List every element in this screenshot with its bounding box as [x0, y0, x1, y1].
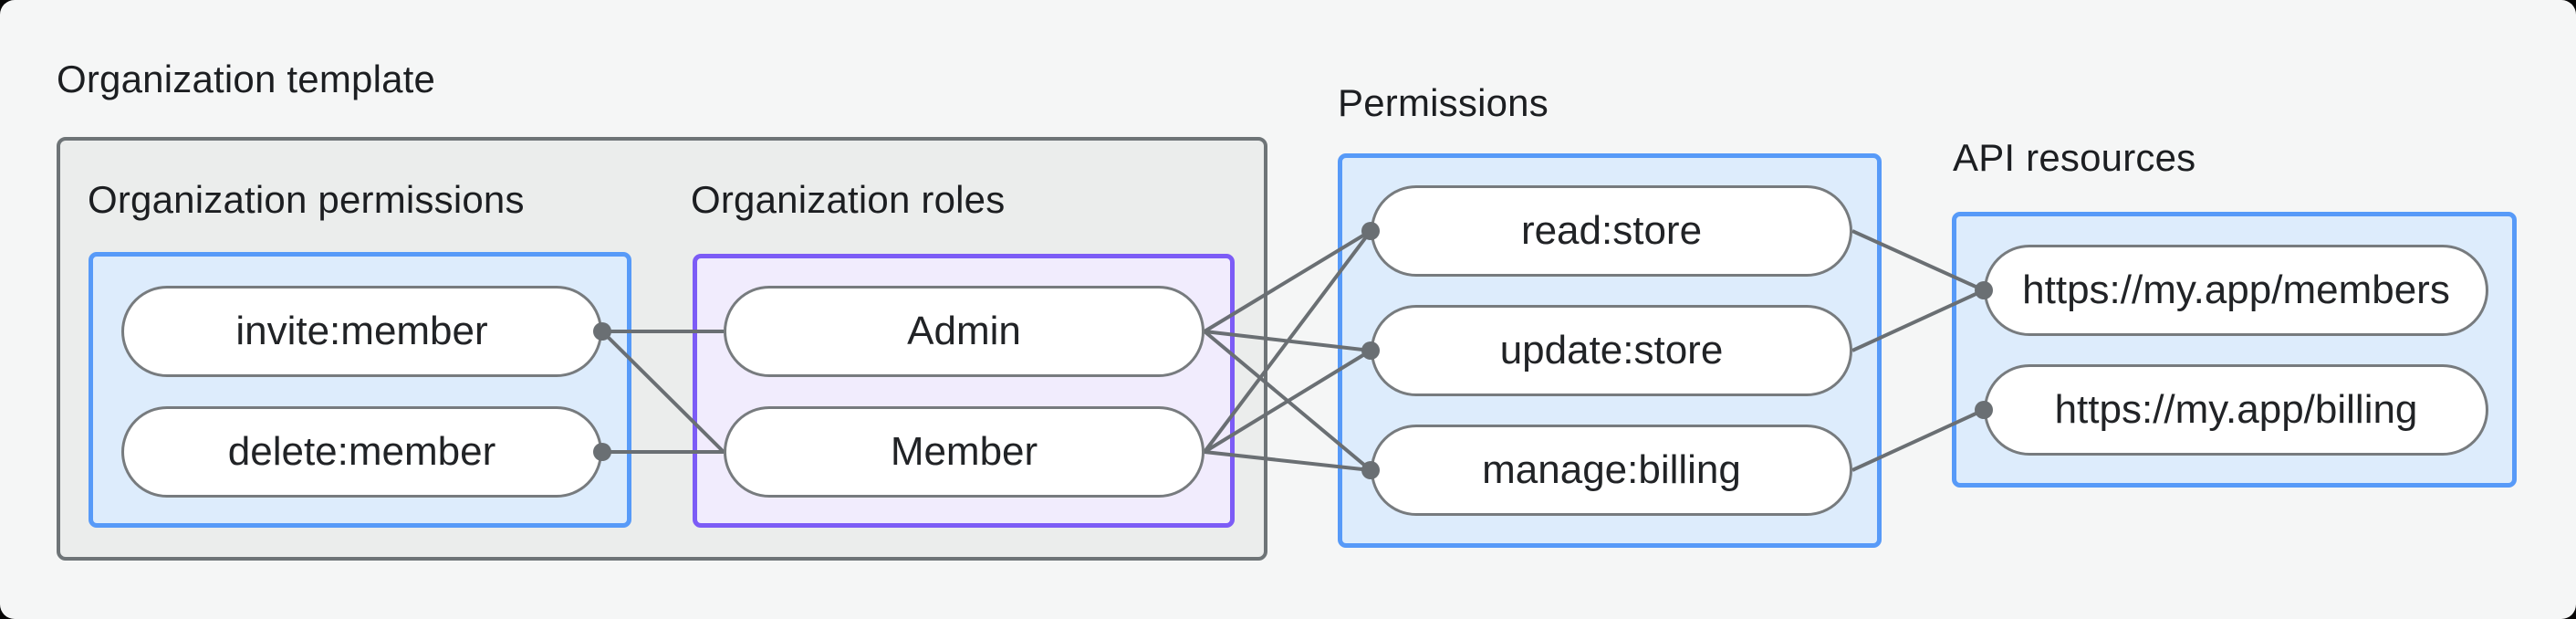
organization-roles-label: Organization roles	[691, 178, 1006, 221]
node-api-billing-url: https://my.app/billing	[1984, 364, 2488, 456]
organization-template-label: Organization template	[57, 58, 436, 100]
node-delete-member: delete:member	[121, 406, 602, 498]
node-member-role: Member	[724, 406, 1205, 498]
permissions-label: Permissions	[1338, 81, 1549, 124]
api-resources-label: API resources	[1953, 136, 2196, 179]
node-invite-member: invite:member	[121, 286, 602, 377]
node-update-store: update:store	[1371, 305, 1852, 396]
node-admin-role: Admin	[724, 286, 1205, 377]
node-api-members-url: https://my.app/members	[1984, 245, 2488, 336]
organization-permissions-label: Organization permissions	[88, 178, 525, 221]
node-read-store: read:store	[1371, 185, 1852, 277]
node-manage-billing: manage:billing	[1371, 425, 1852, 516]
